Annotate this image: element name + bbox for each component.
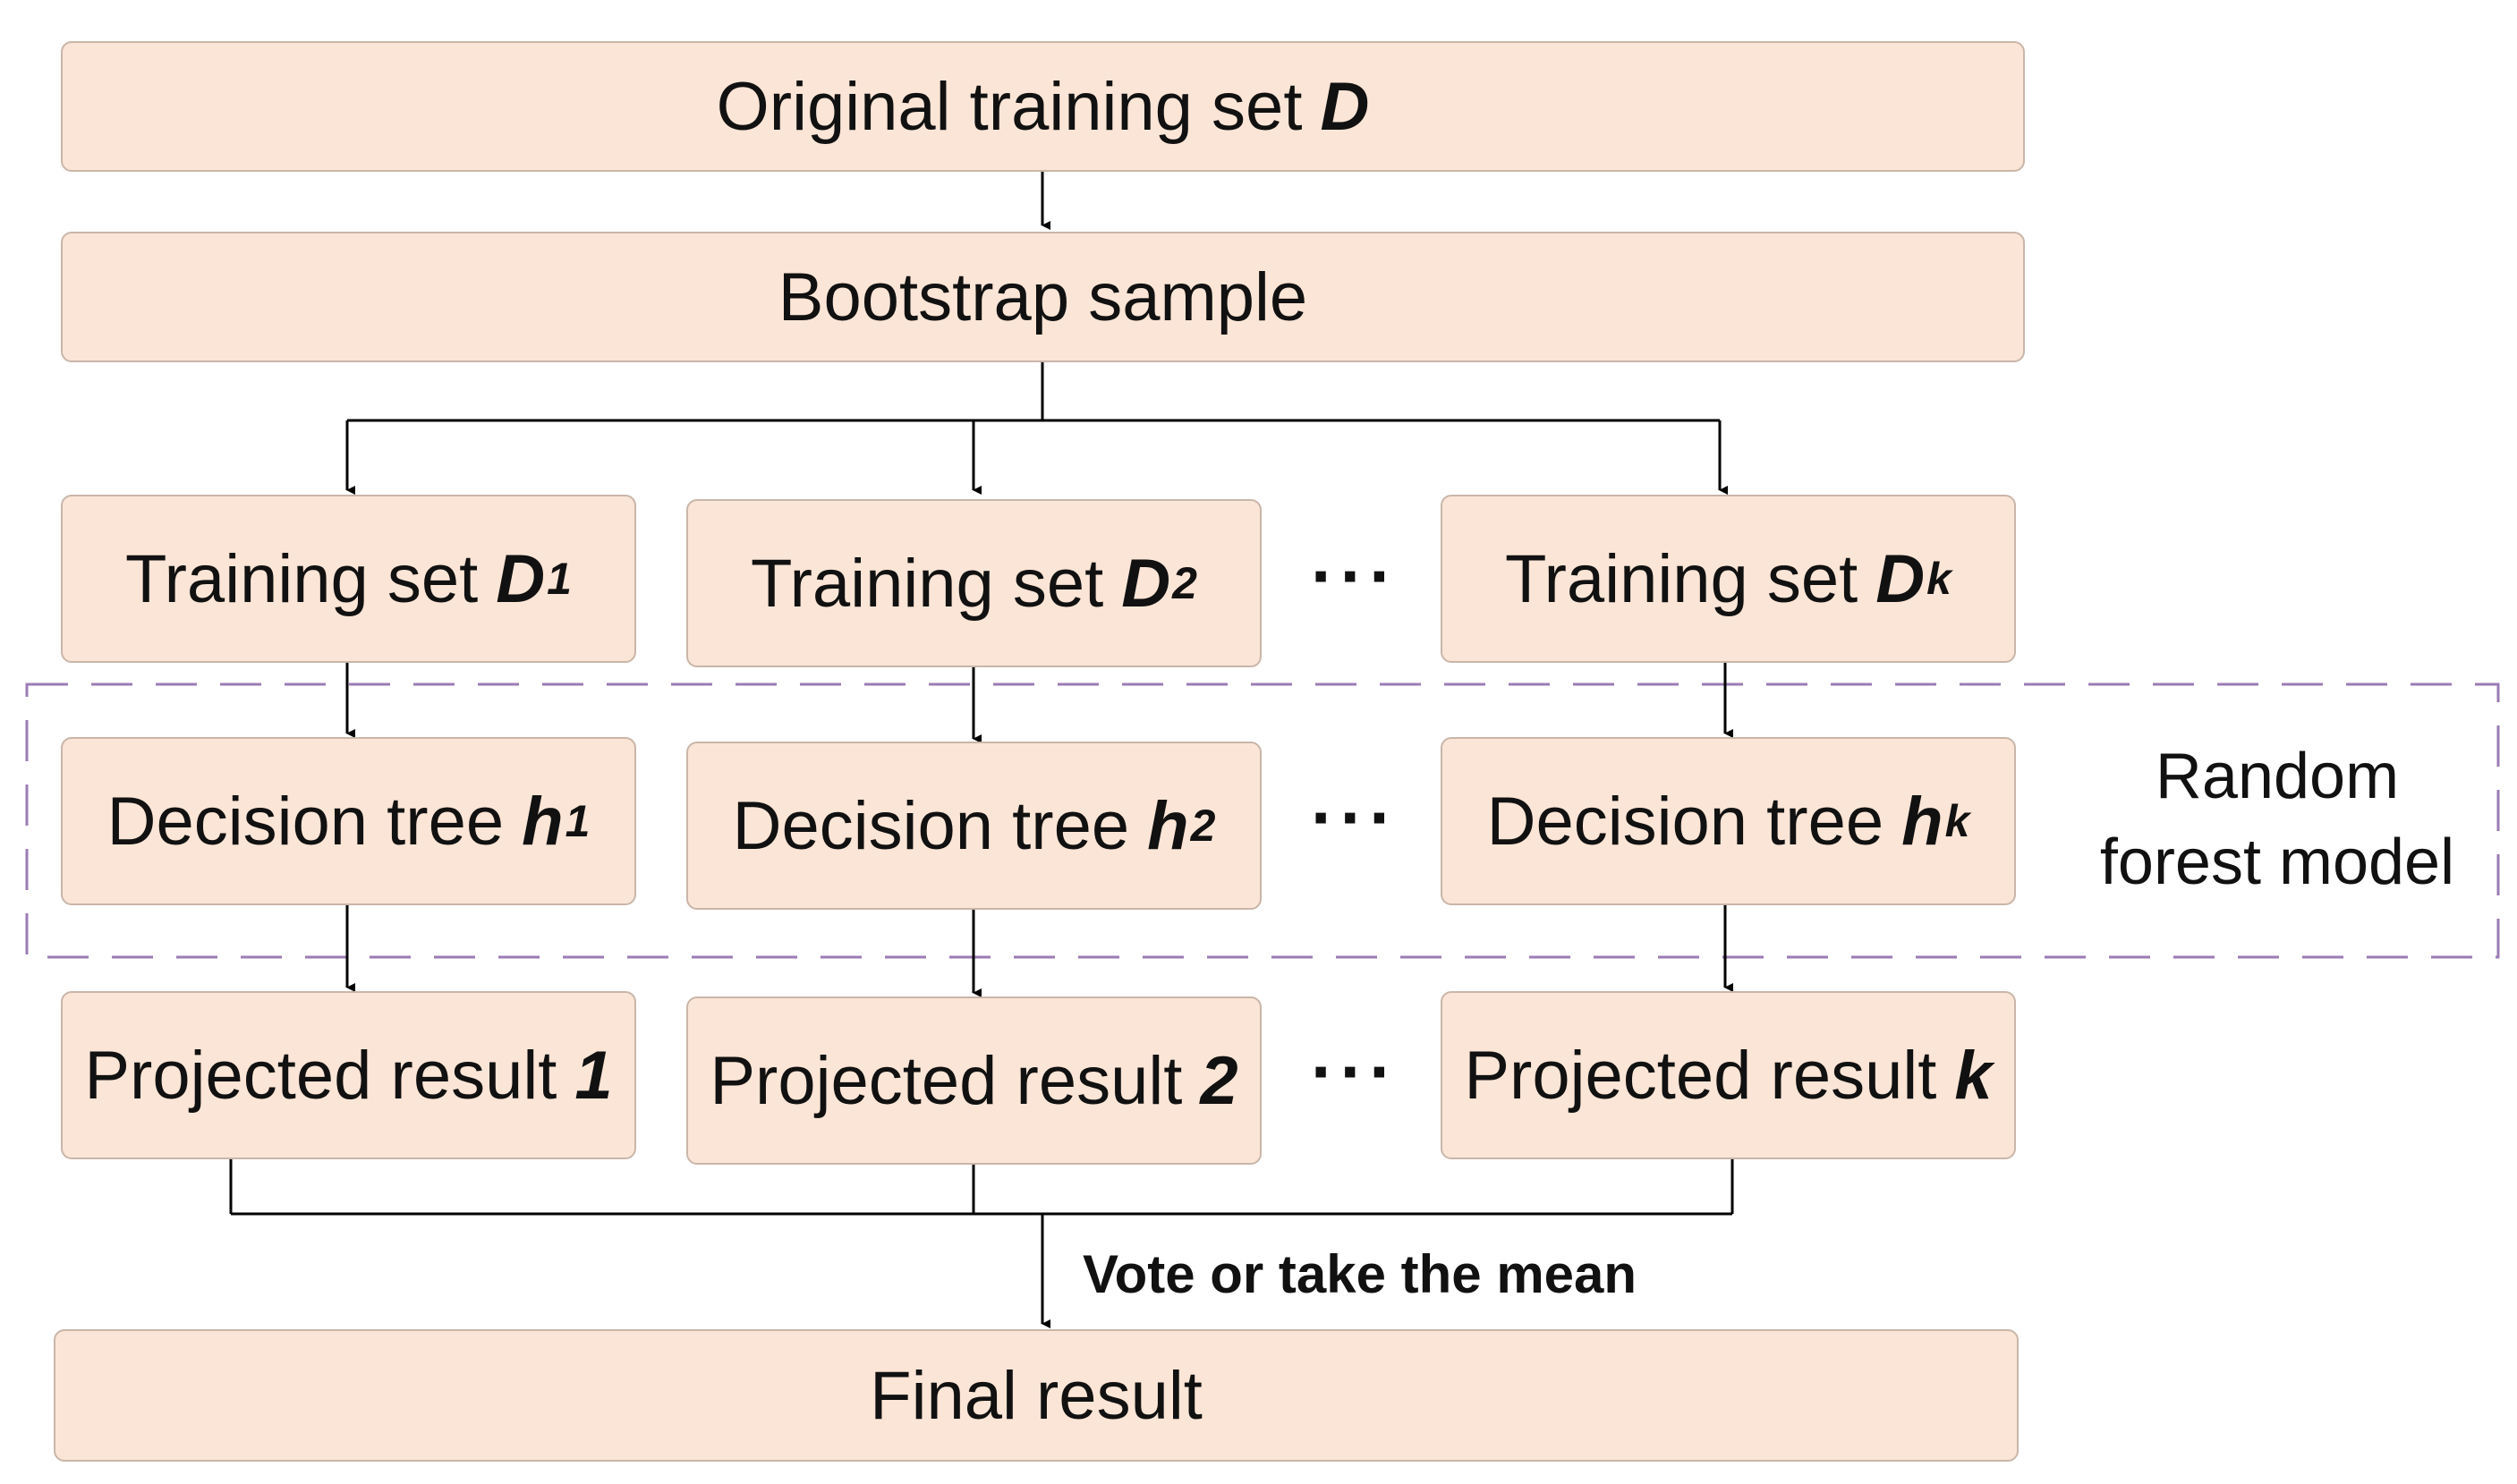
- decision-tree-k-subscript: k: [1944, 796, 1970, 846]
- decision-tree-1-variable: h: [522, 783, 564, 860]
- training-set-1-label: Training set: [125, 540, 479, 617]
- decision-tree-2-variable: h: [1147, 787, 1189, 864]
- training-set-2-variable: D: [1121, 545, 1171, 622]
- projected-result-ellipsis: ···: [1311, 1031, 1399, 1111]
- final-result-box: Final result: [54, 1329, 2019, 1462]
- training-set-ellipsis: ···: [1311, 536, 1399, 615]
- decision-tree-1-label: Decision tree: [106, 783, 505, 860]
- random-forest-label-line1: Random: [2155, 741, 2400, 812]
- decision-tree-2-label: Decision tree: [732, 787, 1130, 864]
- training-set-k-variable: D: [1875, 540, 1926, 617]
- original-training-set-variable: D: [1320, 68, 1370, 145]
- projected-result-1-variable: 1: [574, 1037, 613, 1114]
- bootstrap-sample-label: Bootstrap sample: [778, 259, 1308, 335]
- random-forest-label: Random forest model: [2071, 734, 2483, 905]
- training-set-k-label: Training set: [1505, 540, 1858, 617]
- training-set-1-subscript: 1: [547, 554, 572, 604]
- projected-result-k-variable: k: [1954, 1037, 1993, 1114]
- decision-tree-2-subscript: 2: [1190, 801, 1216, 851]
- final-result-label: Final result: [870, 1357, 1203, 1434]
- training-set-k-subscript: k: [1926, 554, 1952, 604]
- bootstrap-sample-box: Bootstrap sample: [61, 232, 2025, 362]
- projected-result-k-label: Projected result: [1464, 1037, 1937, 1114]
- training-set-2-subscript: 2: [1172, 558, 1197, 608]
- training-set-2-label: Training set: [751, 545, 1104, 622]
- original-training-set-label: Original training set: [716, 68, 1303, 145]
- projected-result-1-label: Projected result: [84, 1037, 557, 1114]
- decision-tree-1-subscript: 1: [565, 796, 591, 846]
- vote-or-mean-label: Vote or take the mean: [1083, 1244, 1637, 1304]
- decision-tree-k-label: Decision tree: [1486, 783, 1884, 860]
- training-set-1-variable: D: [496, 540, 546, 617]
- random-forest-frame: [25, 683, 2500, 959]
- projected-result-2-label: Projected result: [710, 1042, 1183, 1119]
- decision-tree-ellipsis: ···: [1311, 777, 1399, 857]
- projected-result-2-variable: 2: [1200, 1042, 1238, 1119]
- decision-tree-k-variable: h: [1901, 783, 1943, 860]
- random-forest-label-line2: forest model: [2099, 827, 2455, 898]
